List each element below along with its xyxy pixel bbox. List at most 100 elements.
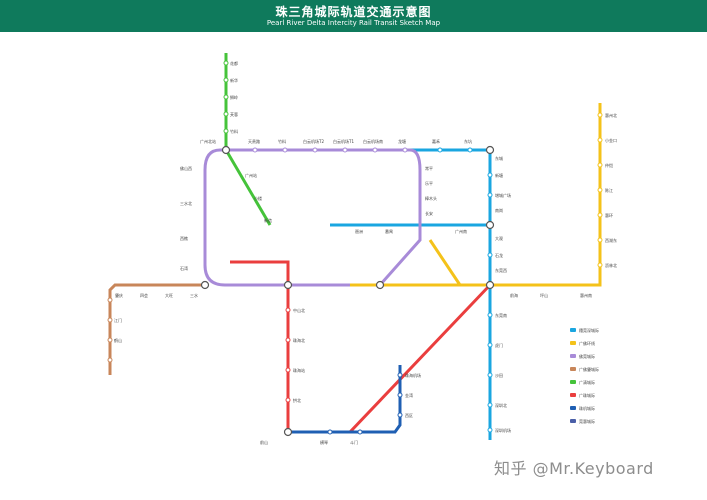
station-label: 西区 bbox=[405, 413, 413, 418]
station-dot[interactable] bbox=[223, 60, 229, 66]
station-dot[interactable] bbox=[597, 212, 603, 218]
legend-swatch bbox=[570, 367, 576, 371]
station-dot[interactable] bbox=[487, 342, 493, 348]
station-dot[interactable] bbox=[107, 317, 113, 323]
map-title: 珠三角城际轨道交通示意图 bbox=[275, 5, 432, 19]
station-label: 惠环 bbox=[605, 212, 613, 218]
interchange-dot[interactable] bbox=[485, 280, 495, 290]
station-label: 深圳机场 bbox=[495, 427, 511, 433]
station-label: 白云机场南 bbox=[363, 138, 383, 144]
station-label: 前山 bbox=[260, 439, 268, 445]
station-label: 广州南 bbox=[455, 228, 467, 234]
station-label: 新造 bbox=[264, 217, 272, 223]
interchange-dot[interactable] bbox=[485, 220, 495, 230]
station-label: 乐平 bbox=[425, 180, 433, 186]
legend-swatch bbox=[570, 341, 576, 345]
station-label: 惠州北 bbox=[605, 112, 617, 118]
station-dot[interactable] bbox=[312, 147, 318, 153]
legend-swatch bbox=[570, 380, 576, 384]
station-label: 鹤山 bbox=[114, 337, 122, 343]
interchange-dot[interactable] bbox=[221, 145, 231, 155]
station-dot[interactable] bbox=[467, 147, 473, 153]
station-dot[interactable] bbox=[597, 262, 603, 268]
station-label: 仲恺 bbox=[605, 162, 613, 168]
station-label: 肇庆 bbox=[115, 292, 123, 298]
station-dot[interactable] bbox=[487, 312, 493, 318]
station-dot[interactable] bbox=[285, 337, 291, 343]
station-dot[interactable] bbox=[597, 112, 603, 118]
station-dot[interactable] bbox=[597, 162, 603, 168]
station-dot[interactable] bbox=[252, 147, 258, 153]
station-dot[interactable] bbox=[223, 94, 229, 100]
station-dot[interactable] bbox=[357, 429, 363, 435]
station-label: 竹料 bbox=[230, 128, 238, 134]
interchange-dot[interactable] bbox=[200, 280, 210, 290]
interchange-dot[interactable] bbox=[283, 427, 293, 437]
legend-swatch bbox=[570, 393, 576, 397]
station-dot[interactable] bbox=[107, 357, 113, 363]
legend-swatch bbox=[570, 328, 576, 332]
station-dot[interactable] bbox=[402, 147, 408, 153]
station-dot[interactable] bbox=[223, 128, 229, 134]
interchange-dot[interactable] bbox=[375, 280, 385, 290]
station-label: 大旺 bbox=[165, 292, 173, 298]
interchange-dot[interactable] bbox=[485, 145, 495, 155]
legend-label: 广佛肇城际 bbox=[579, 366, 599, 372]
station-dot[interactable] bbox=[285, 397, 291, 403]
station-dot[interactable] bbox=[342, 147, 348, 153]
line-purple bbox=[203, 148, 422, 287]
legend-label: 佛莞城际 bbox=[579, 353, 595, 359]
station-dot[interactable] bbox=[487, 192, 493, 198]
station-label: 三水 bbox=[190, 292, 198, 298]
station-dot[interactable] bbox=[597, 237, 603, 243]
station-label: 陈江 bbox=[605, 187, 613, 193]
station-label: 石湾 bbox=[180, 265, 188, 271]
legend-label: 广珠城际 bbox=[579, 392, 595, 398]
watermark-text: 知乎 @Mr.Keyboard bbox=[494, 459, 654, 478]
station-label: 坪山 bbox=[540, 292, 548, 298]
station-dot[interactable] bbox=[487, 372, 493, 378]
station-dot[interactable] bbox=[487, 427, 493, 433]
station-dot[interactable] bbox=[487, 252, 493, 258]
station-label: 虎门 bbox=[495, 342, 503, 348]
station-label: 大观 bbox=[495, 235, 503, 241]
station-dot[interactable] bbox=[437, 147, 443, 153]
station-label: 新华 bbox=[230, 77, 238, 83]
station-dot[interactable] bbox=[597, 137, 603, 143]
station-dot[interactable] bbox=[397, 412, 403, 418]
station-dot[interactable] bbox=[397, 372, 403, 378]
legend-label: 广清城际 bbox=[579, 379, 595, 385]
station-dot[interactable] bbox=[223, 77, 229, 83]
station-dot[interactable] bbox=[107, 297, 113, 303]
station-dot[interactable] bbox=[107, 337, 113, 343]
line-yellow-spur bbox=[428, 239, 462, 286]
line-yellow bbox=[350, 103, 602, 287]
station-label: 广州站 bbox=[245, 172, 257, 178]
station-dot[interactable] bbox=[397, 392, 403, 398]
station-label: 西樵 bbox=[180, 235, 188, 241]
station-dot[interactable] bbox=[285, 367, 291, 373]
station-label: 芙蓉 bbox=[230, 111, 238, 117]
station-dot[interactable] bbox=[327, 429, 333, 435]
station-label: 东莞西 bbox=[495, 267, 507, 273]
station-dot[interactable] bbox=[487, 172, 493, 178]
station-label: 石龙 bbox=[495, 252, 503, 258]
station-dot[interactable] bbox=[223, 111, 229, 117]
station-label: 白云机场T1 bbox=[333, 138, 354, 144]
station-dot[interactable] bbox=[597, 187, 603, 193]
station-label: 拱北 bbox=[293, 397, 301, 403]
station-label: 常平 bbox=[425, 165, 433, 171]
station-label: 白云机场T2 bbox=[303, 138, 324, 144]
station-label: 珠海站 bbox=[293, 367, 305, 373]
station-label: 广州北站 bbox=[200, 138, 216, 144]
legend-label: 珠机城际 bbox=[579, 405, 595, 411]
interchange-dot[interactable] bbox=[283, 280, 293, 290]
station-label: 中山北 bbox=[293, 307, 305, 313]
station-label: 横琴 bbox=[320, 439, 328, 445]
station-label: 沙田 bbox=[495, 373, 503, 378]
station-dot[interactable] bbox=[487, 402, 493, 408]
station-dot[interactable] bbox=[285, 307, 291, 313]
station-dot[interactable] bbox=[282, 147, 288, 153]
station-label: 三水北 bbox=[180, 200, 192, 206]
station-dot[interactable] bbox=[372, 147, 378, 153]
